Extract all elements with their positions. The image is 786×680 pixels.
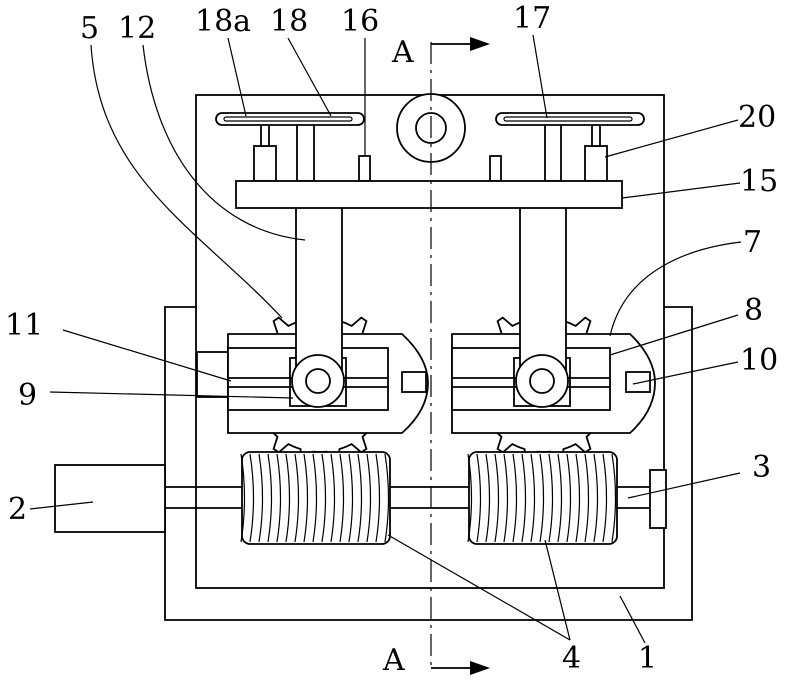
label-5: 5 <box>80 11 99 46</box>
label-8: 8 <box>744 293 763 328</box>
slot-guide-right <box>496 113 644 125</box>
label-18a: 18a <box>195 4 251 39</box>
post-16-right <box>490 156 501 181</box>
label-16: 16 <box>341 4 379 39</box>
worm-right <box>468 452 617 544</box>
worm-left <box>241 452 390 544</box>
cross-plate <box>236 181 622 208</box>
slot-guide-left <box>216 113 364 125</box>
label-3: 3 <box>752 450 771 485</box>
label-9: 9 <box>18 378 37 413</box>
arm-left <box>292 206 344 407</box>
label-4: 4 <box>562 641 581 676</box>
label-18: 18 <box>270 4 308 39</box>
label-11: 11 <box>5 308 43 343</box>
label-15: 15 <box>740 164 778 199</box>
section-label-bottom: A <box>382 643 405 678</box>
label-17: 17 <box>513 1 551 36</box>
label-1: 1 <box>638 641 657 676</box>
label-7: 7 <box>743 225 762 260</box>
label-10: 10 <box>740 343 778 378</box>
motor <box>55 465 165 532</box>
label-20: 20 <box>738 100 776 135</box>
post-16-left <box>359 156 370 181</box>
arm-right <box>516 206 568 407</box>
label-2: 2 <box>8 492 27 527</box>
label-12: 12 <box>118 11 156 46</box>
section-label-top: A <box>391 35 414 70</box>
